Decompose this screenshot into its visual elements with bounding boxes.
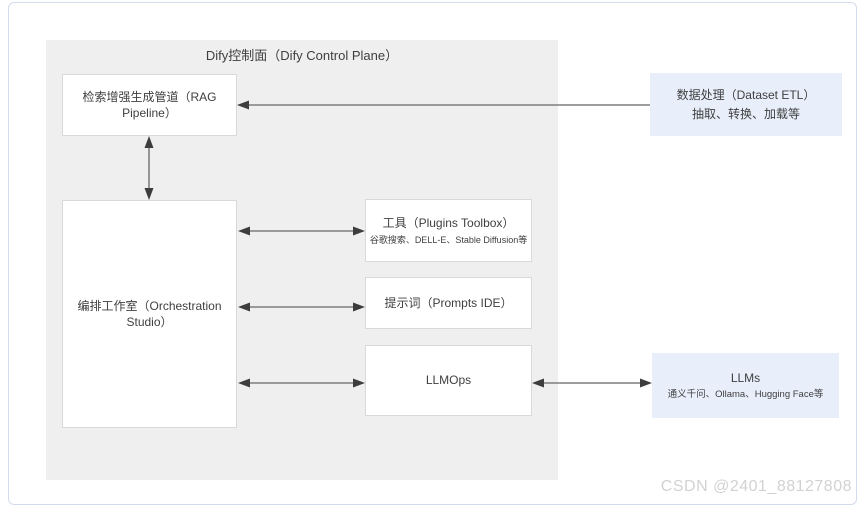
node-dataset-etl-label: 数据处理（Dataset ETL） [676, 88, 816, 103]
node-plugins-toolbox: 工具（Plugins Toolbox） 谷歌搜索、DELL-E、Stable D… [365, 199, 532, 262]
diagram-canvas: Dify控制面（Dify Control Plane） 检索增强生成管道（RAG… [8, 2, 857, 505]
node-orchestration-studio: 编排工作室（Orchestration Studio） [62, 200, 237, 428]
node-orchestration-studio-label: 编排工作室（Orchestration Studio） [77, 298, 222, 329]
node-rag-pipeline-label: 检索增强生成管道（RAG Pipeline） [82, 89, 217, 120]
watermark: CSDN @2401_88127808 [660, 478, 852, 495]
node-llmops-label: LLMOps [425, 373, 472, 388]
node-prompts-ide: 提示词（Prompts IDE） [365, 277, 532, 329]
node-prompts-ide-label: 提示词（Prompts IDE） [384, 295, 513, 310]
node-llms: LLMs 通义千问、Ollama、Hugging Face等 [652, 353, 839, 418]
panel-title: Dify控制面（Dify Control Plane） [205, 48, 399, 63]
node-rag-pipeline: 检索增强生成管道（RAG Pipeline） [62, 74, 237, 136]
node-dataset-etl: 数据处理（Dataset ETL） 抽取、转换、加载等 [650, 73, 842, 136]
node-llms-label: LLMs [730, 370, 761, 385]
node-plugins-toolbox-label: 工具（Plugins Toolbox） [382, 216, 515, 231]
node-plugins-toolbox-sublabel: 谷歌搜索、DELL-E、Stable Diffusion等 [369, 234, 528, 245]
node-llms-sublabel: 通义千问、Ollama、Hugging Face等 [667, 388, 824, 400]
node-llmops: LLMOps [365, 345, 532, 416]
node-dataset-etl-sublabel: 抽取、转换、加载等 [691, 106, 800, 121]
